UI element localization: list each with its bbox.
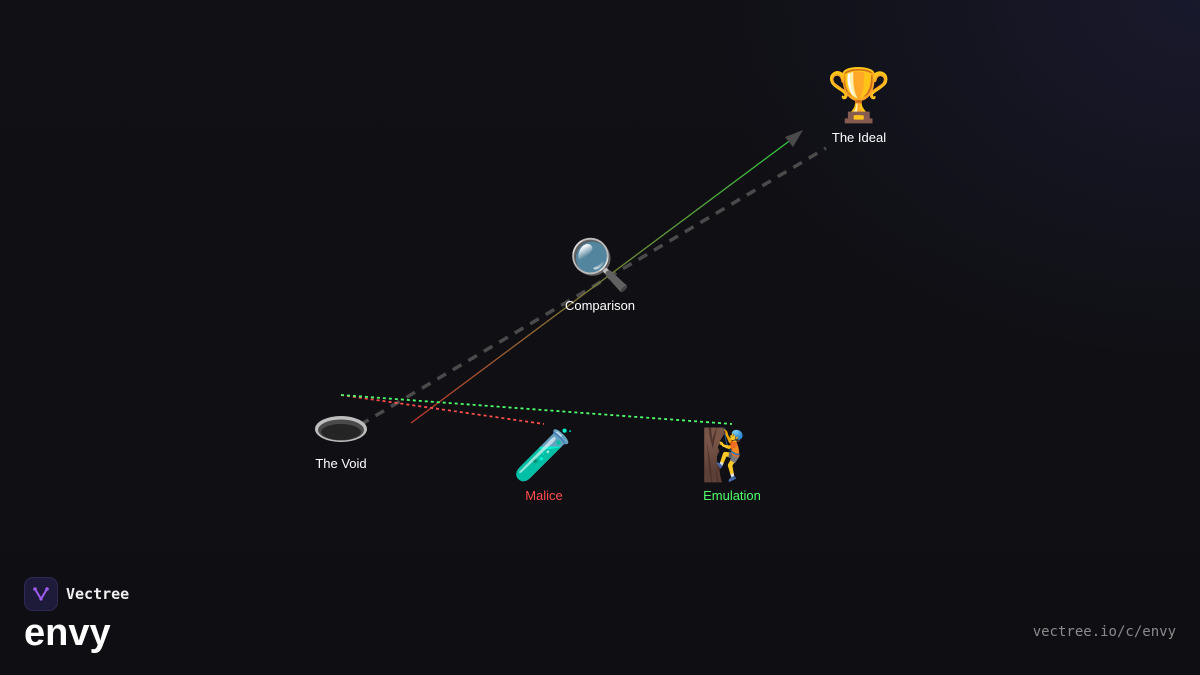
brand-name: Vectree	[66, 585, 130, 603]
test-tube-icon: 🧪	[512, 427, 576, 483]
trophy-icon: 🏆	[826, 67, 892, 125]
person-climbing-icon: 🧗	[700, 427, 764, 483]
node-label-comparison: Comparison	[564, 298, 636, 313]
node-emulation[interactable]: 🧗 Emulation	[701, 430, 763, 503]
node-the-ideal[interactable]: 🏆 The Ideal	[827, 70, 892, 145]
edge-void-to-emulation	[340, 394, 733, 425]
edge-malice-to-ideal	[410, 138, 793, 424]
edge-void-to-malice	[340, 394, 545, 425]
node-comparison[interactable]: 🔍 Comparison	[565, 240, 635, 313]
page-title: envy	[24, 612, 111, 654]
page-url[interactable]: vectree.io/c/envy	[1032, 624, 1176, 640]
node-label-emulation: Emulation	[703, 488, 761, 503]
magnifying-glass-icon: 🔍	[568, 237, 632, 293]
brand-block: Vectree envy	[24, 577, 129, 653]
arrowhead-ideal	[785, 130, 803, 147]
vectree-logo-icon[interactable]	[24, 577, 58, 611]
edge-void-to-ideal	[359, 146, 827, 427]
node-label-the-void: The Void	[315, 456, 367, 471]
hole-icon	[314, 414, 368, 448]
node-the-void[interactable]: The Void	[314, 414, 368, 471]
node-label-malice: Malice	[525, 488, 563, 503]
node-malice[interactable]: 🧪 Malice	[513, 430, 575, 503]
node-label-the-ideal: The Ideal	[831, 130, 887, 145]
